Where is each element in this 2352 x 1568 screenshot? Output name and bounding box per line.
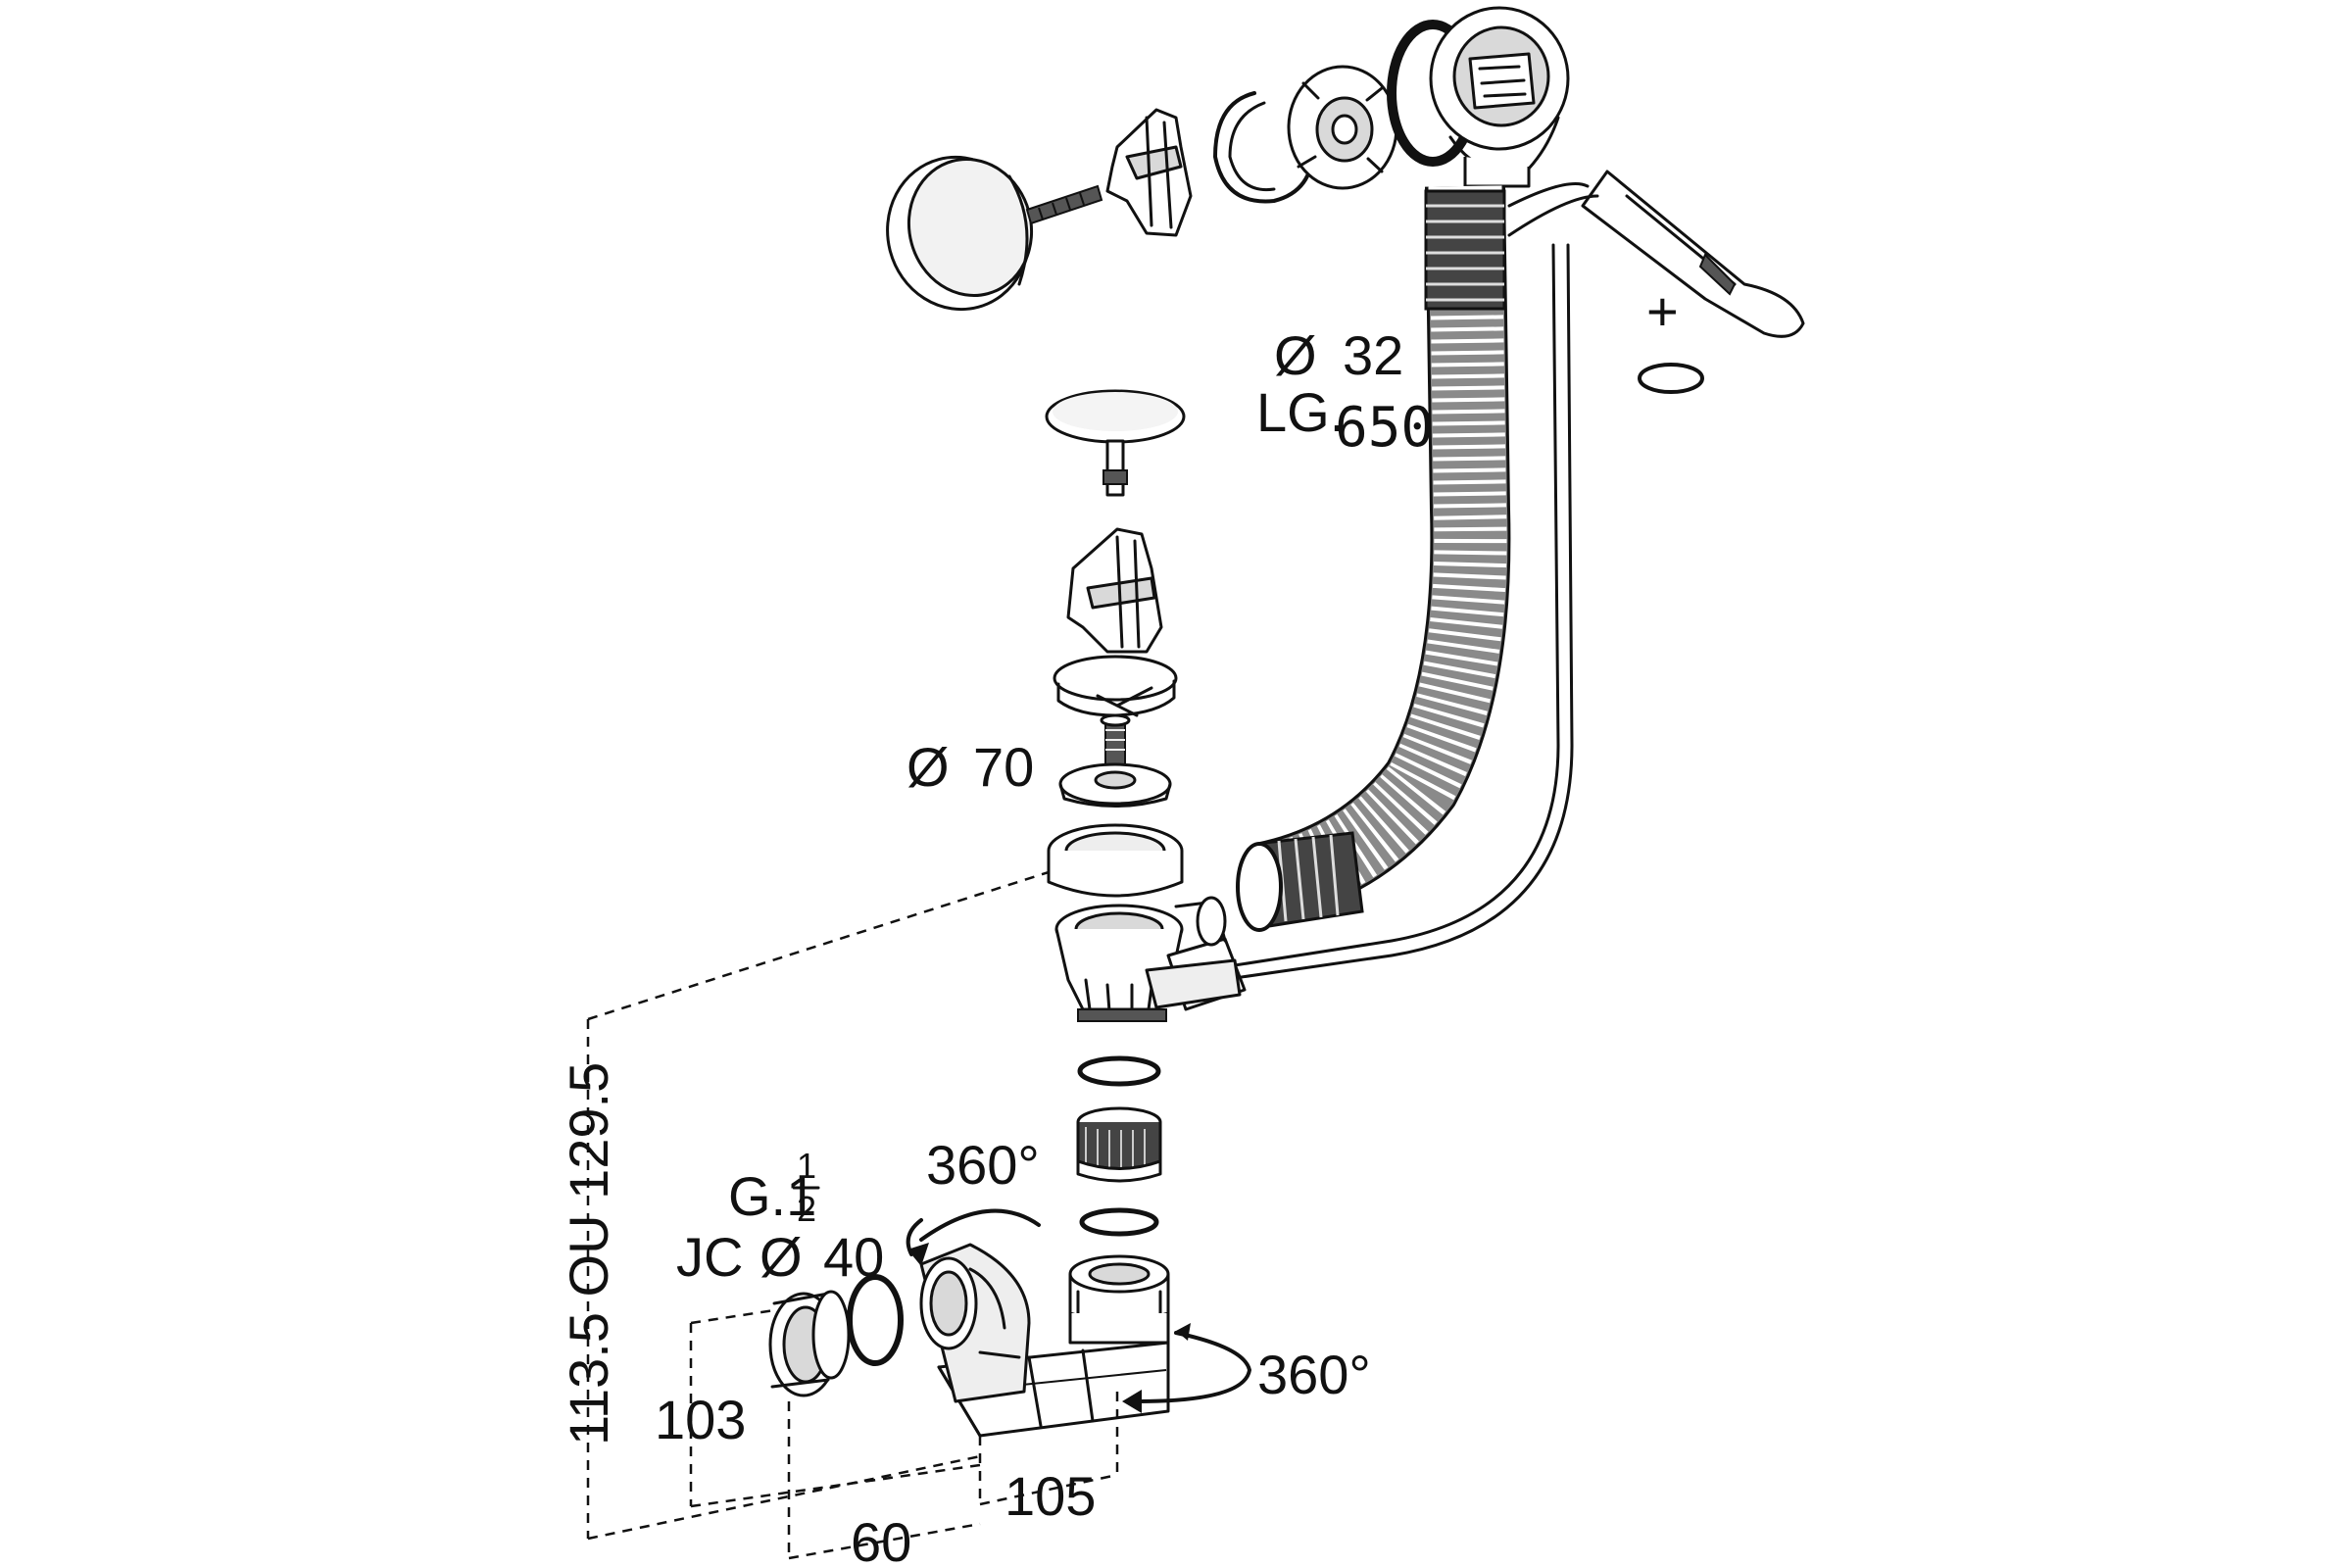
hose-spec-label: Ø 32 LG. 650 [1256, 324, 1434, 460]
overflow-clip-ring [1213, 91, 1315, 204]
thread-fraction-denominator: 2 [797, 1189, 816, 1229]
hose-length-prefix: LG. [1256, 381, 1345, 443]
plug-screw [1100, 713, 1131, 768]
plug-body [1058, 762, 1172, 808]
diameter-symbol-icon: Ø [906, 736, 950, 798]
outlet-diameter-value: 40 [823, 1226, 884, 1288]
plug-cap [1045, 389, 1186, 497]
overflow-housing [1429, 6, 1570, 188]
coupling-nut [1076, 1106, 1162, 1183]
flexible-overflow-hose [1236, 185, 1511, 932]
thread-prefix: G.1 [728, 1165, 816, 1227]
dimension-105-label: 105 [1004, 1465, 1096, 1527]
dimension-103-label: 103 [655, 1389, 746, 1450]
plug-diameter-label: Ø 70 [906, 736, 1034, 798]
rotation-arrow-icon [906, 1208, 1041, 1266]
height-dimension-label: 113.5 OU 129.5 [558, 1062, 619, 1446]
outlet-seal [847, 1274, 904, 1366]
overflow-bracket [1105, 108, 1193, 237]
overflow-cover-cap [886, 155, 1034, 312]
rotation-label-bottom: 360° [1257, 1344, 1371, 1405]
overflow-screw [1025, 184, 1103, 225]
outlet-prefix: JC [676, 1226, 743, 1288]
plug-diameter-value: 70 [973, 736, 1034, 798]
dimension-lines [586, 870, 1119, 1560]
bowden-cable [1233, 182, 1599, 980]
waste-flange [1047, 823, 1184, 898]
thread-spec-label: G.1 1 2 JC Ø 40 [676, 1146, 884, 1288]
diameter-symbol-icon: Ø [1274, 324, 1317, 386]
spare-o-ring [1638, 363, 1704, 394]
plug-cage [1066, 527, 1163, 654]
thread-fraction-numerator: 1 [797, 1146, 816, 1186]
rotation-label-top: 360° [926, 1134, 1040, 1196]
rotation-arrow-icon [1122, 1323, 1251, 1413]
hose-length-value: 650 [1335, 396, 1434, 460]
bowden-cable-handle [1581, 170, 1805, 338]
trap-outlet-elbow [919, 1243, 1031, 1403]
hose-diameter-value: 32 [1343, 324, 1403, 386]
waste-body [1054, 896, 1247, 1022]
plug-clip-ring [1053, 655, 1178, 717]
overflow-rose [1287, 65, 1398, 190]
dimension-60-label: 60 [851, 1511, 911, 1568]
washer-upper [1077, 1055, 1161, 1087]
diameter-symbol-icon: Ø [760, 1226, 803, 1288]
washer-lower [1079, 1207, 1159, 1237]
plus-sign: + [1646, 280, 1679, 342]
outlet-nut [768, 1290, 851, 1397]
